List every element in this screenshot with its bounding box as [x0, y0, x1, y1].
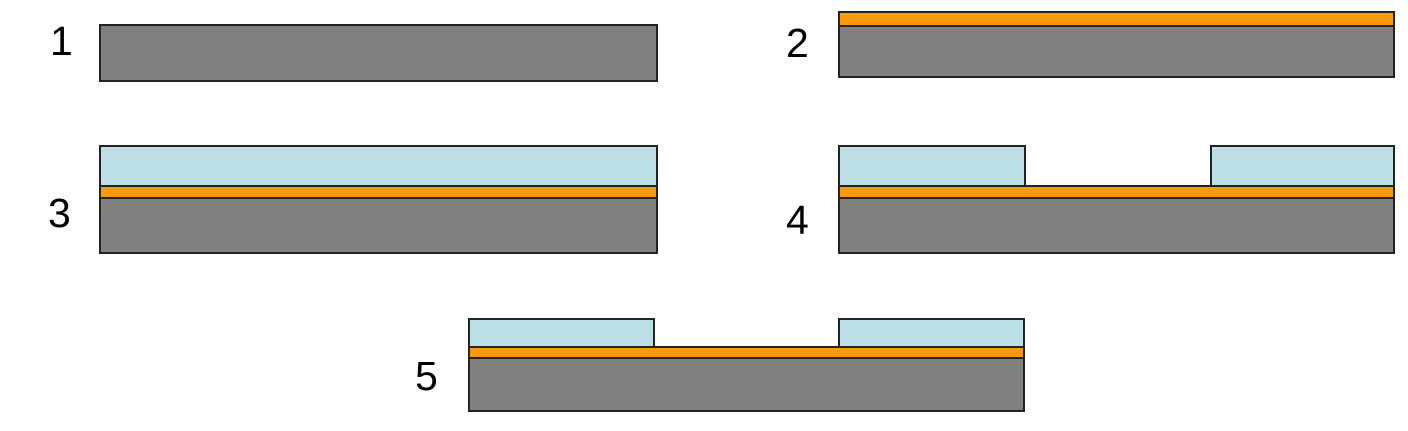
step-number-label-5: 5	[415, 353, 438, 399]
step-4-resist-layer	[1210, 145, 1395, 187]
step-3-resist-layer	[99, 145, 658, 187]
step-5-resist-layer	[468, 318, 655, 348]
step-4-resist-layer	[838, 145, 1026, 187]
step-5-substrate-layer	[468, 357, 1025, 412]
step-number-label-4: 4	[786, 197, 809, 243]
step-5-resist-layer	[838, 318, 1025, 348]
step-number-label-3: 3	[48, 190, 71, 236]
step-1-substrate-layer	[99, 24, 658, 82]
step-number-label-1: 1	[50, 18, 73, 64]
step-2-oxide-layer	[838, 11, 1395, 27]
step-5-oxide-layer	[468, 346, 1025, 359]
step-4-oxide-layer	[838, 185, 1395, 199]
step-4-substrate-layer	[838, 197, 1395, 254]
step-2-substrate-layer	[838, 25, 1395, 78]
step-number-label-2: 2	[786, 20, 809, 66]
